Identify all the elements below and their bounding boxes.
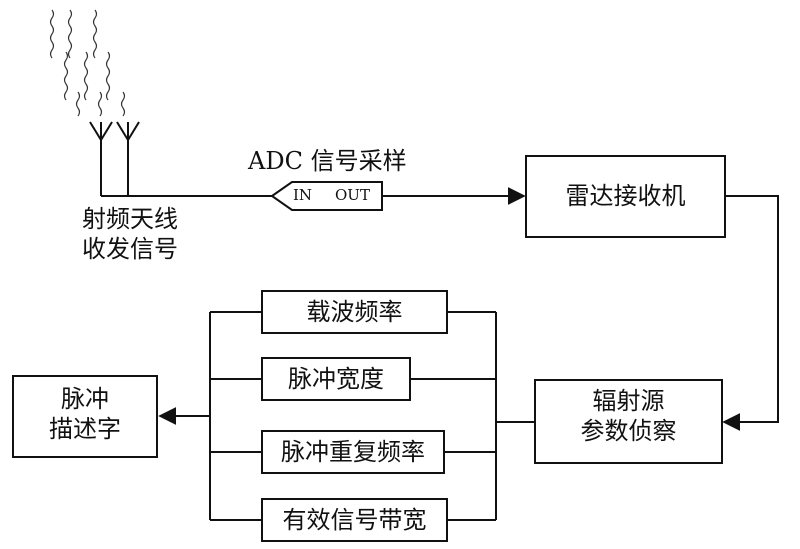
antenna-icon [89,121,140,196]
param-pulse-width: 脉冲宽度 [288,365,384,393]
receiver-label: 雷达接收机 [565,182,686,210]
parameter-bus [209,311,535,521]
adc-out-label: OUT [335,186,370,204]
pdw-box [12,375,158,458]
param-carrier-frequency: 载波频率 [306,298,403,326]
param-pri: 脉冲重复频率 [281,438,425,466]
recon-box [534,379,723,464]
recon-label: 辐射源 参数侦察 [535,386,722,446]
antenna-label: 射频天线 收发信号 [60,204,200,264]
param-box-carrier-frequency [261,290,448,334]
adc-title: ADC 信号采样 [248,147,407,175]
recon-label-line1: 辐射源 [592,387,665,415]
receiver-to-recon-arrow [722,195,779,431]
antenna-label-line2: 收发信号 [82,235,178,263]
param-box-pri [261,430,445,474]
antenna-label-line1: 射频天线 [82,205,178,233]
param-bandwidth: 有效信号带宽 [282,506,427,534]
recon-label-line2: 参数侦察 [580,417,677,445]
param-box-pulse-width [261,357,411,401]
param-box-bandwidth [261,498,448,542]
radio-wave-icon [49,9,126,117]
pdw-label: 脉冲 描述字 [13,384,157,444]
pdw-label-line2: 描述字 [49,415,121,443]
pdw-label-line1: 脉冲 [61,385,109,413]
adc-in-label: IN [293,186,313,204]
